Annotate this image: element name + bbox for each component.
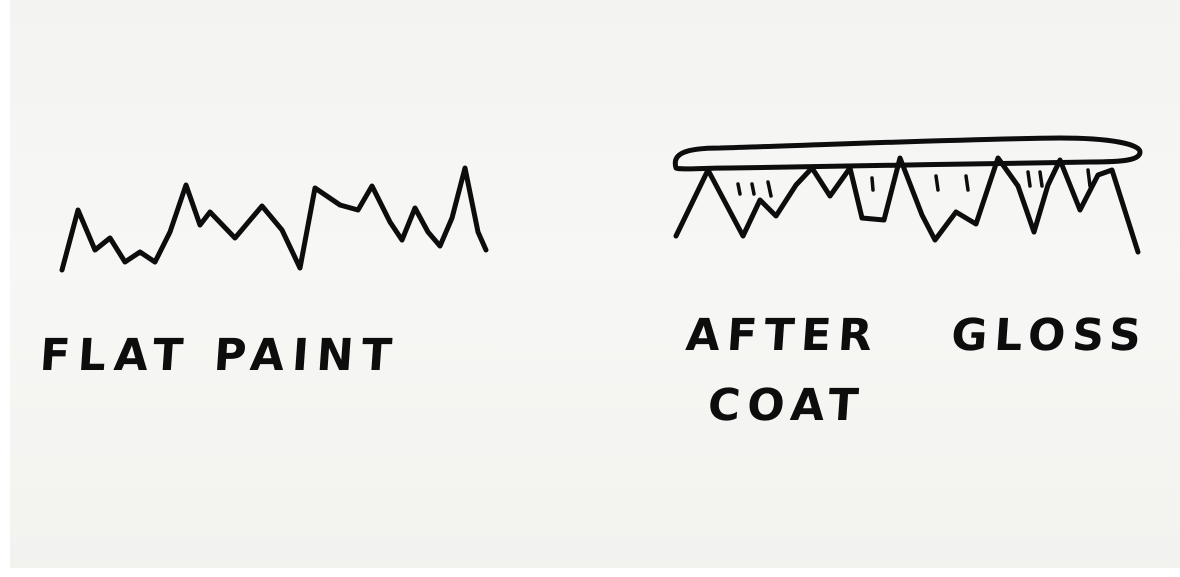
gloss-coat-layer: [675, 138, 1140, 169]
flat-paint-caption: FLAT PAINT: [38, 330, 401, 381]
gloss-caption-line-2: COAT: [706, 380, 867, 431]
flat-paint-rough-surface: [62, 168, 486, 270]
gloss-rough-surface: [676, 158, 1138, 252]
gloss-caption-line-1: AFTER GLOSS: [684, 310, 1149, 361]
